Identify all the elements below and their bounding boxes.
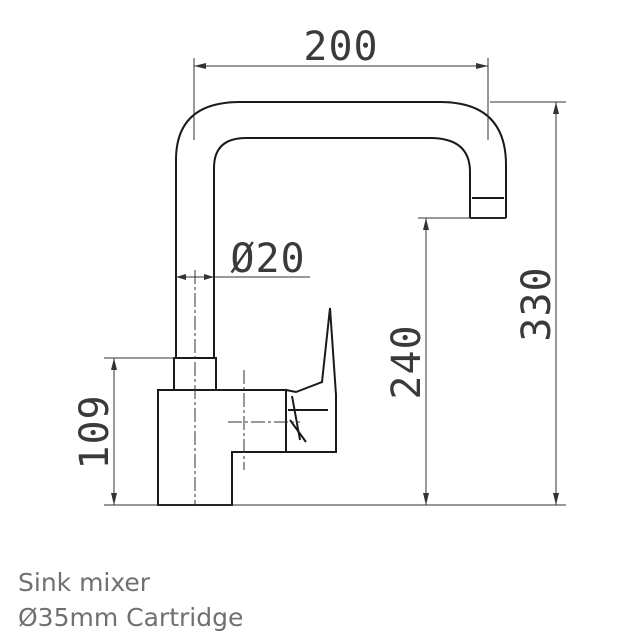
spout-inner <box>213 137 471 358</box>
dim-240-label: 240 <box>384 324 430 399</box>
dim-109-label: 109 <box>72 394 118 469</box>
dimension-lines <box>104 58 566 506</box>
dim-d20-label: Ø20 <box>230 236 305 282</box>
faucet-outline <box>157 101 507 506</box>
caption-cartridge: Ø35mm Cartridge <box>18 603 244 632</box>
spout-tip <box>470 197 506 219</box>
arrow-d20-right <box>204 274 214 280</box>
arrow-200-right <box>476 63 488 69</box>
lever-detail <box>288 395 328 443</box>
caption-product-name: Sink mixer <box>18 568 151 597</box>
dim-330-label: 330 <box>514 266 560 341</box>
arrow-109-top <box>111 358 117 370</box>
arrow-240-bottom <box>423 493 429 505</box>
spout-outer <box>175 101 507 358</box>
dim-200-label: 200 <box>303 24 378 70</box>
sink-mixer-drawing: 200 Ø20 330 240 109 <box>72 24 566 506</box>
arrow-d20-left <box>176 274 186 280</box>
arrow-200-left <box>194 63 206 69</box>
arrow-330-top <box>553 102 559 114</box>
arrowheads <box>111 63 559 505</box>
arrow-240-top <box>423 218 429 230</box>
centerlines <box>194 270 300 505</box>
mixer-body <box>157 389 287 506</box>
lever <box>285 307 337 453</box>
arrow-109-bottom <box>111 493 117 505</box>
arrow-330-bottom <box>553 493 559 505</box>
